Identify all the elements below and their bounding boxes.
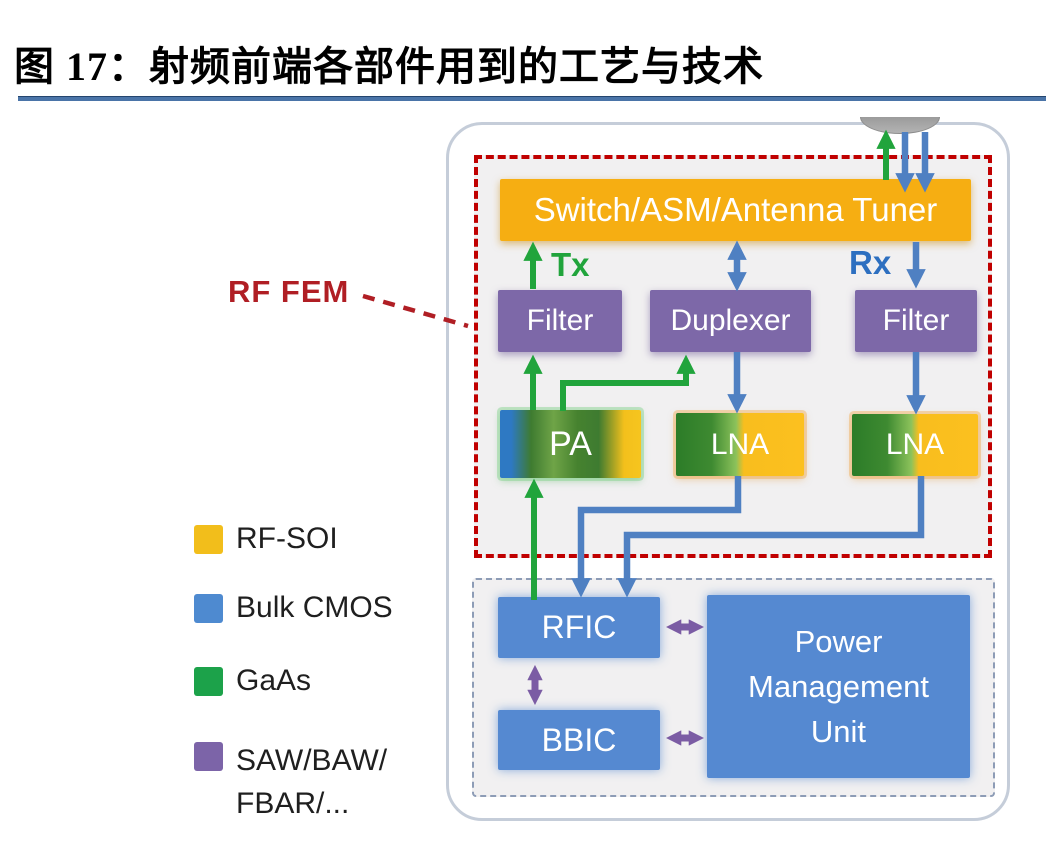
filter-rx-box: Filter [855, 290, 977, 352]
figure-title: 图 17：射频前端各部件用到的工艺与技术 [14, 44, 764, 89]
rfic-box: RFIC [498, 597, 660, 658]
legend-swatch-bulk-cmos [194, 594, 223, 623]
legend-label-rf-soi: RF-SOI [236, 522, 338, 555]
switch-asm-antenna-tuner-box: Switch/ASM/Antenna Tuner [500, 179, 971, 241]
duplexer-box: Duplexer [650, 290, 811, 352]
legend-swatch-saw-baw [194, 742, 223, 771]
lna-mid-box: LNA [676, 413, 804, 476]
legend-label-gaas: GaAs [236, 664, 312, 697]
bbic-box: BBIC [498, 710, 660, 770]
filter-tx-box: Filter [498, 290, 622, 352]
pmu-label: Power Management Unit [748, 624, 929, 749]
lna-right-box: LNA [852, 414, 978, 476]
tx-label: Tx [551, 246, 590, 283]
title-underline [18, 96, 1046, 101]
legend-swatch-rf-soi [194, 525, 223, 554]
rx-label: Rx [849, 244, 892, 281]
legend-label-saw-baw: SAW/BAW/ FBAR/... [236, 739, 387, 825]
legend-swatch-gaas [194, 667, 223, 696]
rf-fem-label: RF FEM [228, 274, 350, 309]
legend-label-saw-baw-line1: SAW/BAW/ [236, 744, 388, 777]
legend-label-bulk-cmos: Bulk CMOS [236, 591, 393, 624]
legend-label-saw-baw-line2: FBAR/... [236, 787, 350, 820]
pa-box: PA [500, 410, 641, 478]
power-management-unit-box: Power Management Unit [707, 595, 970, 778]
